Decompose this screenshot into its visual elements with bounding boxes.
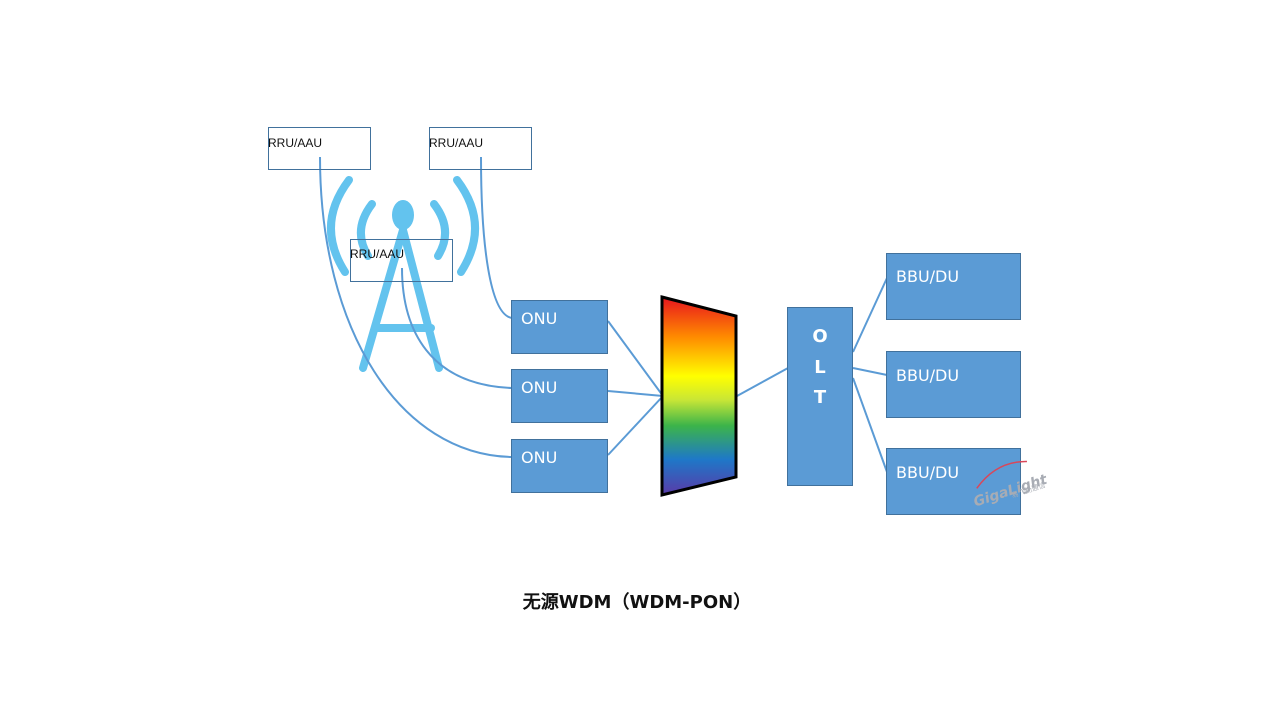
- link-mux-olt: [736, 367, 789, 397]
- rru-label: RRU/AAU: [429, 136, 483, 150]
- onu-box: ONU: [511, 369, 608, 423]
- link-olt-bbu1: [852, 277, 888, 353]
- bbu-label: BBU/DU: [896, 463, 959, 482]
- bbu-label: BBU/DU: [896, 366, 959, 385]
- link-olt-bbu3: [852, 377, 888, 473]
- cell-tower-icon: [326, 176, 480, 372]
- onu-box: ONU: [511, 300, 608, 354]
- rru-aau-box: RRU/AAU: [429, 127, 532, 170]
- olt-box: O L T: [787, 307, 853, 486]
- bbu-du-box: BBU/DU: [886, 351, 1021, 418]
- bbu-label: BBU/DU: [896, 267, 959, 286]
- onu-box: ONU: [511, 439, 608, 493]
- rru-label: RRU/AAU: [350, 247, 404, 261]
- olt-letter-t: T: [814, 387, 827, 408]
- link-onu1-mux: [607, 320, 664, 397]
- olt-letter-o: O: [812, 326, 827, 347]
- link-onu3-mux: [607, 395, 664, 456]
- rru-label: RRU/AAU: [268, 136, 322, 150]
- link-onu2-mux: [607, 390, 664, 397]
- link-rru2-onu1: [480, 156, 513, 319]
- bbu-du-box: BBU/DU: [886, 253, 1021, 320]
- wdm-mux-icon: [660, 295, 738, 497]
- onu-label: ONU: [521, 448, 557, 467]
- onu-label: ONU: [521, 378, 557, 397]
- fiber-links: [319, 156, 888, 473]
- diagram-caption: 无源WDM（WDM-PON）: [523, 591, 751, 613]
- rru-aau-box: RRU/AAU: [350, 239, 453, 282]
- link-olt-bbu2: [852, 367, 888, 376]
- link-rru3-onu2: [401, 267, 513, 389]
- rru-aau-box: RRU/AAU: [268, 127, 371, 170]
- onu-label: ONU: [521, 309, 557, 328]
- bbu-du-box: BBU/DU: [886, 448, 1021, 515]
- olt-letter-l: L: [814, 357, 825, 378]
- link-rru1-onu3: [319, 156, 513, 458]
